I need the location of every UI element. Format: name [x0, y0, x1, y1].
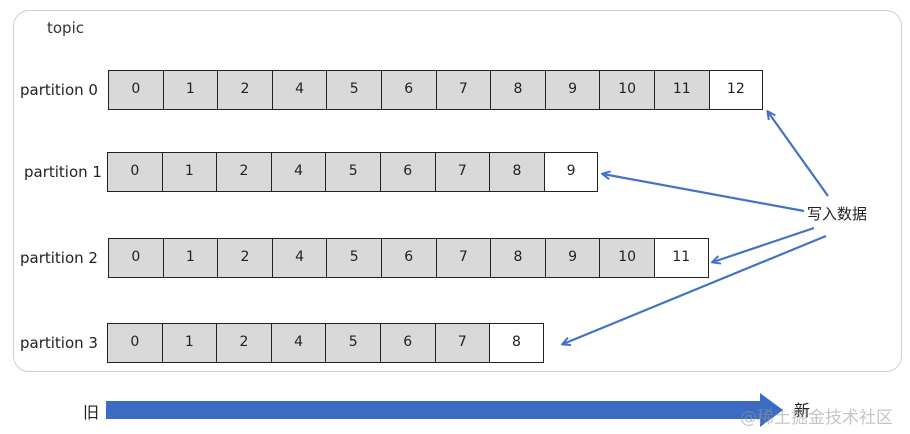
offset-cell: 8	[490, 70, 545, 110]
partition-label: partition 2	[20, 249, 98, 267]
offset-cell: 1	[162, 70, 218, 110]
offset-cell: 2	[217, 238, 272, 278]
write-arrow-partition-0	[768, 112, 829, 197]
offset-cell: 2	[216, 152, 271, 192]
offset-cell: 2	[217, 70, 272, 110]
offset-cell-newest: 9	[543, 152, 599, 192]
watermark: @稀土掘金技术社区	[740, 408, 893, 428]
offset-cell: 0	[108, 70, 163, 110]
offset-cell: 1	[162, 238, 218, 278]
offset-cell-newest: 12	[708, 70, 764, 110]
offset-cell: 1	[161, 152, 217, 192]
write-arrow-partition-1	[603, 174, 805, 213]
offset-cell: 0	[107, 152, 162, 192]
offset-cell: 10	[599, 70, 654, 110]
offset-cell: 7	[434, 323, 490, 363]
timeline-arrow	[106, 393, 783, 427]
offset-cell: 2	[216, 323, 271, 363]
offset-cell: 5	[326, 238, 381, 278]
offset-cell: 6	[380, 70, 436, 110]
offset-cell: 1	[161, 323, 217, 363]
write-arrow-partition-2	[713, 226, 815, 262]
offset-cell: 6	[379, 323, 435, 363]
partition-label: partition 0	[20, 81, 98, 99]
offset-cell: 10	[599, 238, 654, 278]
offset-cell-newest: 8	[489, 323, 544, 363]
offset-cell: 6	[380, 238, 436, 278]
offset-cell: 9	[544, 238, 600, 278]
offset-cell: 9	[544, 70, 600, 110]
offset-cell: 7	[435, 70, 491, 110]
offset-cell: 5	[325, 323, 380, 363]
write-arrow-partition-3	[563, 234, 827, 344]
new-label: 新	[794, 401, 811, 420]
offset-cell: 4	[270, 323, 326, 363]
offset-cell-newest: 11	[653, 238, 709, 278]
offset-cell: 4	[271, 238, 327, 278]
offset-cell: 7	[434, 152, 490, 192]
offset-cell: 8	[489, 152, 544, 192]
offset-cell: 0	[107, 323, 162, 363]
offset-cell: 4	[270, 152, 326, 192]
partition-label: partition 3	[20, 334, 98, 352]
offset-cell: 6	[379, 152, 435, 192]
offset-cell: 5	[326, 70, 381, 110]
partition-label: partition 1	[24, 163, 102, 181]
offset-cell: 5	[325, 152, 380, 192]
offset-cell: 7	[435, 238, 491, 278]
offset-cell: 8	[490, 238, 545, 278]
offset-cell: 4	[271, 70, 327, 110]
write-data-label: 写入数据	[805, 203, 870, 224]
offset-cell: 0	[108, 238, 163, 278]
offset-cell: 11	[653, 70, 709, 110]
old-label: 旧	[83, 403, 100, 422]
topic-label: topic	[47, 19, 84, 37]
